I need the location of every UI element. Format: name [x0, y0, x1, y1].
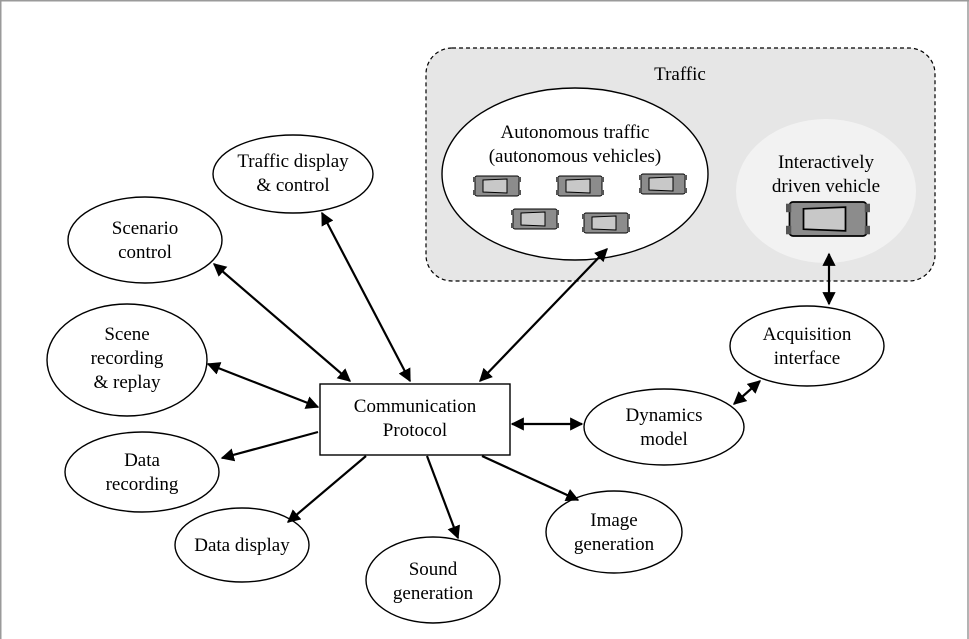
car-icon [472, 175, 522, 197]
arrow-sound-generation [425, 455, 460, 540]
communication-protocol-line-2: Protocol [383, 420, 447, 441]
traffic-display-line-2: & control [256, 175, 329, 196]
sound-generation-line-2: generation [393, 583, 474, 604]
autonomous-traffic-line-1: Autonomous traffic [501, 122, 650, 143]
scene-recording-line-2: recording [91, 348, 164, 369]
autonomous-traffic-line-2: (autonomous vehicles) [489, 146, 662, 167]
arrow-acquisition-interface [733, 380, 761, 405]
car-icon [638, 173, 688, 195]
scenario-control-node: Scenario control [67, 196, 223, 284]
car-icon [555, 175, 605, 197]
interactive-vehicle-line-2: driven vehicle [772, 176, 880, 197]
scene-recording-line-3: & replay [93, 372, 161, 393]
acquisition-interface-line-1: Acquisition [763, 324, 852, 345]
scenario-control-line-1: Scenario [112, 218, 178, 239]
arrow-traffic-display [321, 211, 411, 383]
scene-recording-line-1: Scene [104, 324, 149, 345]
data-recording-line-1: Data [124, 450, 160, 471]
scenario-control-line-2: control [118, 242, 172, 263]
arrow-autonomous-traffic [479, 248, 608, 382]
communication-protocol-line-1: Communication [354, 396, 477, 417]
data-display-node: Data display [174, 507, 310, 583]
data-recording-line-2: recording [106, 474, 179, 495]
arrow-image-generation [481, 455, 580, 502]
data-display-line-1: Data display [194, 535, 290, 556]
arrow-scenario-control [212, 263, 352, 382]
communication-protocol-node: Communication Protocol [319, 383, 511, 456]
image-generation-node: Image generation [545, 490, 683, 574]
acquisition-interface-node: Acquisition interface [729, 305, 885, 387]
scene-recording-node: Scene recording & replay [46, 303, 208, 417]
sound-generation-line-1: Sound [409, 559, 458, 580]
dynamics-model-node: Dynamics model [583, 388, 745, 466]
car-icon [581, 212, 631, 234]
traffic-display-line-1: Traffic display [237, 151, 349, 172]
arrow-data-recording [220, 430, 319, 462]
car-icon [510, 208, 560, 230]
traffic-group-label: Traffic [654, 64, 706, 85]
connectors [206, 211, 836, 540]
arrow-scene-recording [206, 362, 320, 409]
dynamics-model-line-2: model [640, 429, 688, 450]
dynamics-model-line-1: Dynamics [625, 405, 702, 426]
arrow-data-display [286, 455, 367, 523]
data-recording-node: Data recording [64, 431, 220, 513]
image-generation-line-1: Image [590, 510, 637, 531]
interactive-vehicle-line-1: Interactively [778, 152, 875, 173]
car-icon [785, 201, 871, 237]
sound-generation-node: Sound generation [365, 536, 501, 624]
interactive-vehicle-node: Interactively driven vehicle [736, 119, 916, 263]
image-generation-line-2: generation [574, 534, 655, 555]
autonomous-traffic-node: Autonomous traffic (autonomous vehicles) [441, 87, 709, 261]
traffic-display-node: Traffic display & control [212, 134, 374, 214]
acquisition-interface-line-2: interface [774, 348, 840, 369]
